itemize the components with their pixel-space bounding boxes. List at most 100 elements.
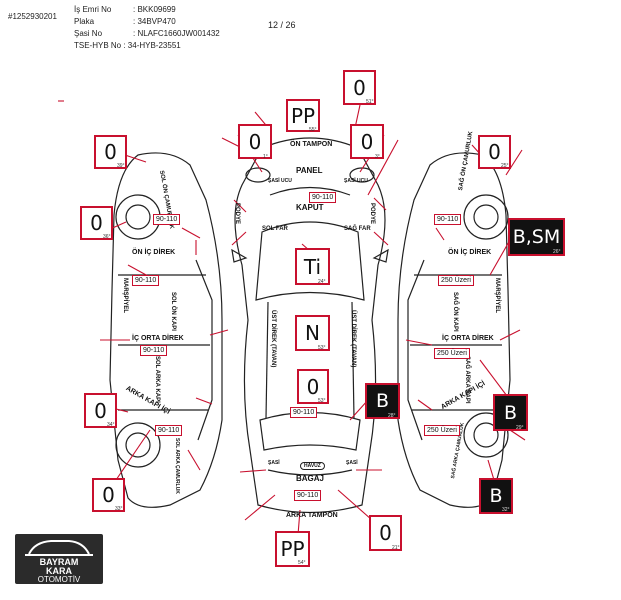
deg-sag-arka-kapi: 29° — [516, 425, 524, 431]
top-view-body — [234, 137, 386, 514]
listing-id: #1252930201 — [8, 12, 57, 21]
deg-sag-on-kapi: 26° — [553, 249, 561, 255]
top-view-rear-window — [259, 411, 361, 451]
code-sol-arka-kapi: 0 — [84, 393, 117, 428]
code-sol-on-kapi: 0 — [80, 206, 113, 240]
label-sag-orta-direk: İÇ ORTA DİREK — [442, 335, 494, 342]
code-sag-on-kapi: B,SM — [508, 218, 565, 256]
label-ust-direk-sag: ÜST DİREK (TAVAN) — [350, 310, 356, 368]
top-view-hood-line — [269, 186, 351, 196]
page-number: 12 / 26 — [268, 20, 296, 30]
code-kaput: Ti — [295, 248, 330, 285]
right-mirror — [372, 248, 389, 263]
right-front-wheel — [463, 194, 509, 240]
meas-kaput: 90-110 — [309, 192, 337, 203]
meas-sol-orta: 90-110 — [140, 345, 168, 356]
tse-line: TSE-HYB No : 34-HYB-23551 — [74, 41, 181, 50]
deg-sag-arka-camurluk: 32° — [502, 507, 510, 513]
code-arka-tampon: PP — [275, 531, 310, 567]
label-sol-marspiyel: MARŞPİYEL — [122, 278, 128, 314]
deg-sol-arka-kapi: 34° — [107, 422, 115, 428]
label-on-tampon: ÖN TAMPON — [290, 141, 333, 148]
label-sasi-ucu-sag: ŞASİ UCU — [344, 178, 368, 184]
label-arka-tampon: ARKA TAMPON — [286, 512, 338, 519]
logo-line-3: OTOMOTİV — [37, 575, 81, 584]
label-podye-sol: PODYE — [234, 203, 240, 225]
deg-on-tampon: 55° — [309, 127, 317, 133]
is-emri-label: İş Emri No — [74, 5, 112, 14]
right-window-line — [407, 259, 425, 441]
label-sag-far: SAĞ FAR — [344, 226, 371, 232]
top-view-windshield — [255, 221, 365, 301]
label-ust-direk-sol: ÜST DİREK (TAVAN) — [270, 310, 276, 368]
top-view-roof-line-right — [351, 301, 355, 419]
meas-sol-on-kapi: 90-110 — [132, 275, 160, 286]
is-emri-value: : BKK09699 — [133, 5, 176, 14]
label-bagaj: BAGAJ — [296, 474, 325, 483]
label-sol-orta-direk: İÇ ORTA DİREK — [132, 335, 184, 342]
deg-tavan: 53° — [318, 345, 326, 351]
logo-line-2: KARA — [46, 566, 72, 576]
left-headlight — [245, 167, 271, 183]
label-panel: PANEL — [296, 166, 323, 175]
label-sol-on-ic-direk: ÖN İÇ DİREK — [132, 249, 176, 256]
deg-bagaj-alt: 21° — [392, 545, 400, 551]
deg-sol-on-camurluk: 39° — [117, 163, 125, 169]
code-sag-orta: B — [365, 383, 400, 419]
label-podye-sag: PODYE — [369, 203, 375, 225]
meas-sag-on-kapi: 250 Üzeri — [438, 275, 474, 286]
code-sag-arka-camurluk: B — [479, 478, 513, 514]
left-window-line — [195, 259, 213, 441]
deg-sol-arka-camurluk: 33° — [115, 506, 123, 512]
sasi-value: : NLAFC1660JW001432 — [133, 29, 220, 38]
code-bagaj: 0 — [297, 369, 329, 404]
label-kaput: KAPUT — [296, 203, 324, 212]
deg-sag-on-camurluk: 25° — [501, 163, 509, 169]
top-view-roof-line-left — [265, 301, 269, 419]
right-side-body — [397, 152, 511, 508]
meas-sag-on-camurluk: 90-110 — [434, 214, 462, 225]
code-sol-on-camurluk: 0 — [94, 135, 127, 169]
meas-bagaj-ust: 90-110 — [290, 407, 318, 418]
sasi-label: Şasi No — [74, 29, 103, 38]
label-sol-on-kapi: SOL ÖN KAPI — [170, 292, 176, 331]
dealer-logo: BAYRAM KARA OTOMOTİV — [15, 534, 103, 584]
label-havuz: HAVUZ — [300, 462, 325, 470]
left-rear-wheel — [115, 422, 161, 468]
code-sag-on-camurluk: 0 — [478, 135, 511, 169]
deg-kaput: 24° — [318, 279, 326, 285]
top-view-trunk-line — [267, 469, 353, 476]
label-sol-arka-kapi: SOL ARKA KAPI — [154, 356, 160, 403]
deg-sag-orta: 28° — [388, 413, 396, 419]
meas-bagaj: 90-110 — [294, 490, 322, 501]
left-mirror — [231, 248, 248, 263]
code-panel: 0 — [343, 70, 376, 105]
label-sag-on-ic-direk: ÖN İÇ DİREK — [448, 249, 492, 256]
deg-sol-on-kapi: 36° — [103, 234, 111, 240]
right-rear-wheel — [463, 412, 509, 458]
code-on-tampon: PP — [286, 99, 320, 132]
car-logo-icon — [25, 540, 93, 556]
label-sasi-arka-sol: ŞASİ — [268, 460, 280, 466]
deg-bagaj: 53° — [318, 398, 326, 404]
deg-sol-far: 1° — [263, 154, 268, 160]
label-sag-on-kapi: SAĞ ÖN KAPI — [452, 292, 458, 332]
label-sasi-ucu-sol: ŞASİ UCU — [268, 178, 292, 184]
meas-sol-on-camurluk: 90-110 — [153, 214, 181, 225]
code-bagaj-alt: 0 — [369, 515, 402, 551]
plaka-value: : 34BVP470 — [133, 17, 176, 26]
code-sol-arka-camurluk: 0 — [92, 478, 125, 512]
deg-sag-far: 3° — [375, 154, 380, 160]
logo-line-1: BAYRAM — [39, 557, 79, 567]
label-sag-marspiyel: MARŞPİYEL — [494, 278, 500, 314]
label-sol-far: SOL FAR — [262, 226, 288, 232]
deg-arka-tampon: 54° — [298, 560, 306, 566]
label-sol-arka-camurluk: SOL ARKA ÇAMURLUK — [174, 438, 180, 494]
meas-sag-orta: 250 Üzeri — [434, 348, 470, 359]
code-sag-arka-kapi: B — [493, 394, 528, 431]
code-tavan: N — [295, 315, 330, 351]
plaka-label: Plaka — [74, 17, 95, 26]
code-sag-far: 0 — [350, 124, 384, 159]
meas-sol-arka: 90-110 — [155, 425, 183, 436]
